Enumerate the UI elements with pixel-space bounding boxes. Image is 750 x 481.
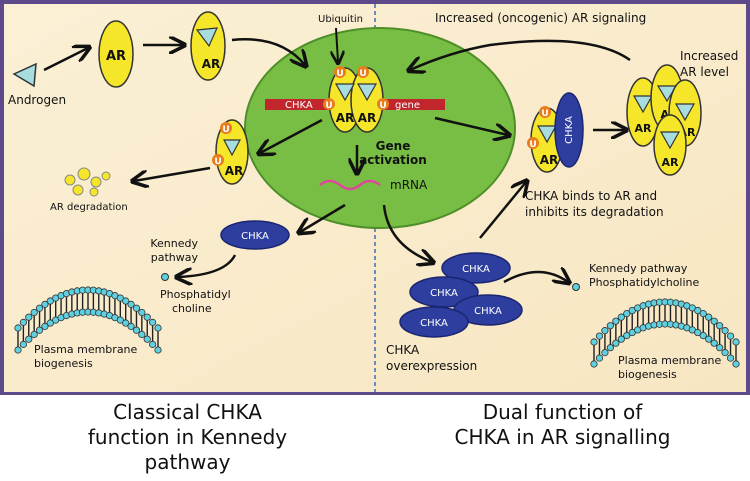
chka-protein-icon: CHKA: [220, 220, 290, 250]
svg-text:U: U: [529, 140, 536, 150]
mrna-label: mRNA: [390, 178, 428, 192]
svg-text:U: U: [214, 157, 221, 167]
svg-text:CHKA: CHKA: [430, 288, 458, 299]
arrow-icon: [434, 116, 508, 135]
arrow-icon: [410, 39, 631, 70]
phosphatidylcholine-dot: [161, 273, 169, 281]
ar-degradation-label: AR degradation: [50, 202, 128, 213]
svg-text:AR: AR: [662, 156, 680, 169]
gene-activation-label: Gene: [376, 139, 411, 153]
svg-text:CHKA: CHKA: [564, 116, 575, 144]
kennedy-label: pathway: [151, 251, 199, 264]
ar-receptor-icon: AR: [190, 11, 226, 81]
chka-protein-cluster-icon: CHKA CHKA CHKA CHKA: [399, 252, 523, 338]
svg-text:AR: AR: [635, 122, 653, 135]
svg-text:U: U: [336, 69, 343, 79]
lipid-bilayer-icon: [590, 298, 740, 368]
ar-receptor-icon: AR: [98, 20, 134, 88]
gene-activation-label: activation: [359, 153, 427, 167]
ar-receptor-cluster-icon: AR AR AR AR: [626, 64, 702, 176]
plasma-membrane-label: biogenesis: [618, 368, 677, 381]
kennedy-pathway-label: Kennedy pathway: [589, 262, 688, 275]
svg-text:U: U: [541, 109, 548, 119]
ar-receptor-icon: AR U U: [212, 119, 249, 185]
arrow-icon: [43, 48, 88, 72]
increased-signaling-label: Increased (oncogenic) AR signaling: [435, 11, 646, 25]
lipid-bilayer-icon: [14, 286, 162, 354]
increased-ar-level-label: Increased: [680, 49, 738, 63]
svg-text:AR: AR: [106, 49, 126, 64]
left-panel-caption: Classical CHKA function in Kennedy pathw…: [87, 400, 288, 474]
chka-binds-label: inhibits its degradation: [525, 205, 664, 219]
svg-text:CHKA: CHKA: [420, 318, 448, 329]
svg-text:AR: AR: [540, 153, 559, 167]
pathway-diagram: Androgen AR AR Ubiquitin CHKA gene AR AR…: [0, 0, 750, 395]
chka-overexpression-label: overexpression: [386, 359, 477, 373]
androgen-label: Androgen: [8, 93, 66, 107]
arrow-icon: [336, 27, 338, 62]
chka-overexpression-label: CHKA: [386, 343, 420, 357]
arrow-icon: [178, 254, 237, 277]
mrna-strand: [319, 179, 381, 191]
svg-text:AR: AR: [336, 111, 355, 125]
arrow-icon: [503, 272, 568, 282]
svg-text:AR: AR: [202, 57, 221, 71]
kennedy-label: Kennedy: [150, 237, 198, 250]
right-panel-caption: Dual function of CHKA in AR signalling: [454, 400, 671, 449]
phosphatidylcholine-label: Phosphatidylcholine: [589, 276, 700, 289]
svg-text:CHKA: CHKA: [241, 231, 269, 242]
svg-text:U: U: [359, 69, 366, 79]
arrow-icon: [260, 118, 323, 153]
svg-text:U: U: [222, 125, 229, 135]
nucleus: [244, 27, 516, 229]
arrow-icon: [479, 182, 526, 239]
increased-ar-level-label: AR level: [680, 65, 729, 79]
svg-text:U: U: [379, 101, 386, 111]
chka-binds-label: CHKA binds to AR and: [525, 189, 657, 203]
phosphatidylcholine-dot: [572, 283, 580, 291]
degradation-fragments-icon: [64, 167, 111, 197]
svg-text:CHKA: CHKA: [462, 264, 490, 275]
arrow-icon: [382, 204, 432, 262]
plasma-membrane-label: Plasma membrane: [34, 343, 138, 356]
gene-label: gene: [395, 100, 420, 111]
phosphatidyl-label: choline: [172, 302, 212, 315]
svg-text:CHKA: CHKA: [474, 306, 502, 317]
svg-text:AR: AR: [358, 111, 377, 125]
androgen-triangle-icon: [12, 62, 37, 88]
plasma-membrane-label: biogenesis: [34, 357, 93, 370]
gene-chka-label: CHKA: [285, 100, 313, 111]
svg-text:AR: AR: [225, 164, 244, 178]
ubiquitin-icon: U U U U: [323, 66, 389, 111]
arrow-icon: [300, 203, 346, 232]
arrow-icon: [231, 38, 305, 65]
ar-dimer-icon: AR AR: [328, 67, 384, 133]
phosphatidyl-label: Phosphatidyl: [160, 288, 231, 301]
svg-text:U: U: [325, 101, 332, 111]
ubiquitin-label: Ubiquitin: [318, 14, 363, 25]
arrow-icon: [134, 166, 211, 181]
plasma-membrane-label: Plasma membrane: [618, 354, 722, 367]
ar-chka-complex-icon: AR U U CHKA: [527, 92, 584, 173]
